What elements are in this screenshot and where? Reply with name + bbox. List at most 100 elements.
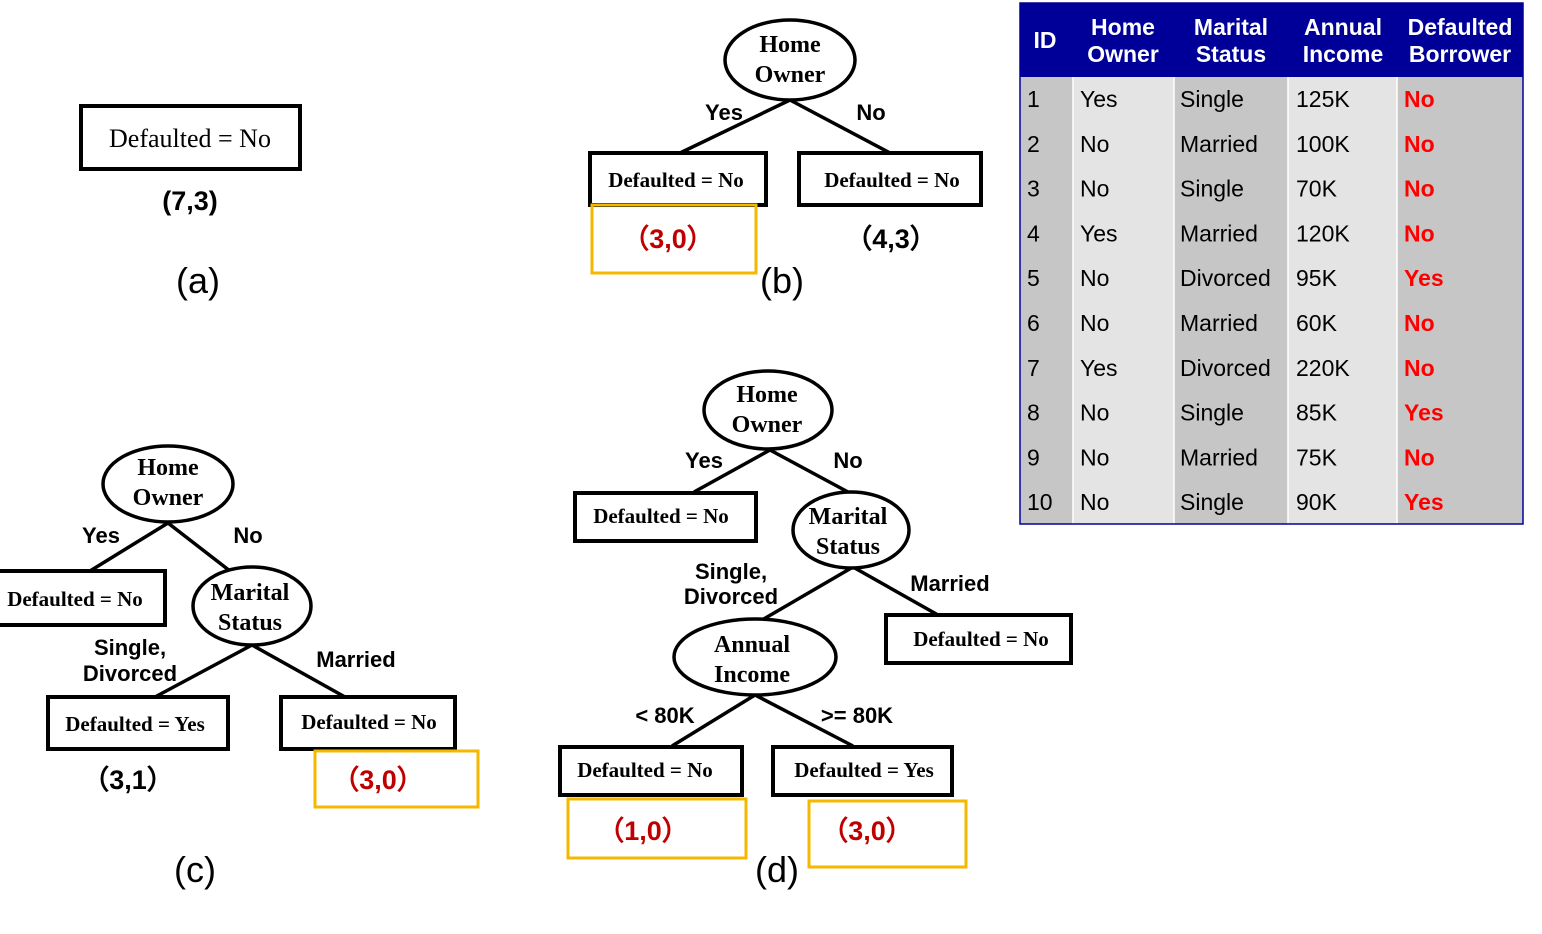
- panel-d-edge-no-label: No: [833, 448, 862, 473]
- panel-d-marital-line2: Status: [816, 534, 880, 560]
- table-cell-id: 10: [1027, 489, 1053, 515]
- table-cell-id: 2: [1027, 131, 1040, 157]
- table-cell-defaulted: No: [1404, 310, 1435, 336]
- panel-d-count-ge: （3,0）: [821, 816, 913, 846]
- table-cell-defaulted: No: [1404, 176, 1435, 202]
- panel-d-edge-no: [769, 448, 849, 494]
- panel-b-count-left: （3,0）: [622, 224, 714, 254]
- panel-d-edge-single-label-2: Divorced: [684, 584, 778, 609]
- table-col-income-bg: [1288, 77, 1397, 524]
- panel-d-highlight-box-ge: [807, 799, 968, 869]
- table-cell-id: 9: [1027, 444, 1040, 470]
- panel-b-edge-yes: [679, 98, 791, 155]
- panel-c-edge-no: [166, 521, 232, 573]
- table-col-default-bg: [1397, 77, 1523, 524]
- table-cell-annual-income: 100K: [1296, 131, 1350, 157]
- table-header-default-1: Defaulted: [1408, 14, 1513, 40]
- table-border: [1019, 2, 1524, 525]
- table-cell-id: 6: [1027, 310, 1040, 336]
- table-cell-home-owner: No: [1080, 489, 1109, 515]
- panel-d-leaf-lt-box: [558, 745, 744, 797]
- panel-a-leaf-box: [79, 104, 302, 171]
- panel-b-leaf-right: Defaulted = No: [824, 168, 960, 192]
- table-cell-id: 7: [1027, 355, 1040, 381]
- table-cell-annual-income: 90K: [1296, 489, 1338, 515]
- panel-b-leaf-left: Defaulted = No: [608, 168, 744, 192]
- panel-b-edge-no: [789, 98, 891, 155]
- table-col-id-bg: [1020, 77, 1073, 524]
- panel-c-highlight-box: [313, 749, 480, 809]
- table-cell-home-owner: No: [1080, 176, 1109, 202]
- table-header-bg: [1020, 3, 1523, 77]
- panel-d-edge-married-label: Married: [910, 571, 989, 596]
- table-cell-marital-status: Single: [1180, 176, 1244, 202]
- panel-c-edge-yes-label: Yes: [82, 523, 120, 548]
- panel-d-root-line2: Owner: [732, 412, 803, 438]
- panel-d-edge-yes: [693, 448, 771, 494]
- panel-d-home-owner-node: [702, 369, 834, 451]
- panel-d-label: (d): [755, 849, 799, 890]
- panel-c-leaf-yes: Defaulted = No: [7, 587, 143, 611]
- panel-c-edge-single-label-2: Divorced: [83, 661, 177, 686]
- panel-c-marital-status-node: [191, 565, 313, 647]
- panel-d-edge-ge: [754, 693, 854, 748]
- panel-d-leaf-ge-box: [771, 745, 954, 797]
- table-cell-annual-income: 70K: [1296, 176, 1338, 202]
- table-cell-home-owner: No: [1080, 310, 1109, 336]
- table-cell-marital-status: Divorced: [1180, 265, 1271, 291]
- table-cell-id: 3: [1027, 176, 1040, 202]
- panel-d-leaf-married: Defaulted = No: [913, 627, 1049, 651]
- panel-d-marital-line1: Marital: [809, 504, 888, 530]
- panel-d-highlight-box-lt: [566, 797, 748, 860]
- table-cell-defaulted: No: [1404, 355, 1435, 381]
- panel-b-label: (b): [760, 260, 804, 301]
- table-cell-defaulted: No: [1404, 220, 1435, 246]
- table-cell-annual-income: 75K: [1296, 444, 1338, 470]
- panel-c-edge-married-label: Married: [316, 647, 395, 672]
- panel-b-root-line2: Owner: [755, 62, 826, 88]
- panel-d-count-lt: （1,0）: [597, 816, 689, 846]
- panel-c-home-owner-node: [101, 444, 235, 524]
- table-cell-home-owner: Yes: [1080, 220, 1118, 246]
- panel-d-edge-single: [761, 565, 854, 622]
- panel-a-count: (7,3): [162, 186, 218, 216]
- table-cell-home-owner: No: [1080, 444, 1109, 470]
- panel-b-highlight-box: [590, 203, 758, 275]
- table-header-default-2: Borrower: [1409, 41, 1511, 67]
- panel-c-count-married: （3,0）: [332, 765, 424, 795]
- panel-d-edge-lt: [671, 693, 756, 748]
- table-cell-annual-income: 120K: [1296, 220, 1350, 246]
- panel-d-leaf-yes: Defaulted = No: [593, 504, 729, 528]
- table-header-home-2: Owner: [1087, 41, 1159, 67]
- table-header-marital-1: Marital: [1194, 14, 1268, 40]
- table-cell-home-owner: Yes: [1080, 355, 1118, 381]
- panel-c-edge-married: [251, 643, 346, 699]
- table-row: 3 No Single 70K No: [1027, 176, 1435, 202]
- panel-d-leaf-yes-box: [573, 491, 758, 543]
- panel-c-marital-line1: Marital: [211, 580, 290, 606]
- table-cell-annual-income: 125K: [1296, 86, 1350, 112]
- borrower-data-table: ID Home Owner Marital Status Annual Inco…: [1019, 2, 1524, 525]
- panel-d-edge-married: [852, 565, 939, 617]
- panel-d-edge-single-label-1: Single,: [695, 559, 767, 584]
- panel-d-root-line1: Home: [736, 382, 798, 408]
- table-cell-marital-status: Single: [1180, 400, 1244, 426]
- table-cell-annual-income: 220K: [1296, 355, 1350, 381]
- panel-a-label: (a): [176, 260, 220, 301]
- panel-c-leaf-married-box: [279, 695, 457, 751]
- table-cell-defaulted: Yes: [1404, 265, 1444, 291]
- table-cell-home-owner: Yes: [1080, 86, 1118, 112]
- table-cell-home-owner: No: [1080, 265, 1109, 291]
- table-cell-defaulted: No: [1404, 131, 1435, 157]
- panel-c-count-single: （3,1）: [82, 765, 174, 795]
- panel-d-annual-income-node: [672, 617, 838, 697]
- panel-b-edge-yes-label: Yes: [705, 100, 743, 125]
- table-col-home-bg: [1073, 77, 1174, 524]
